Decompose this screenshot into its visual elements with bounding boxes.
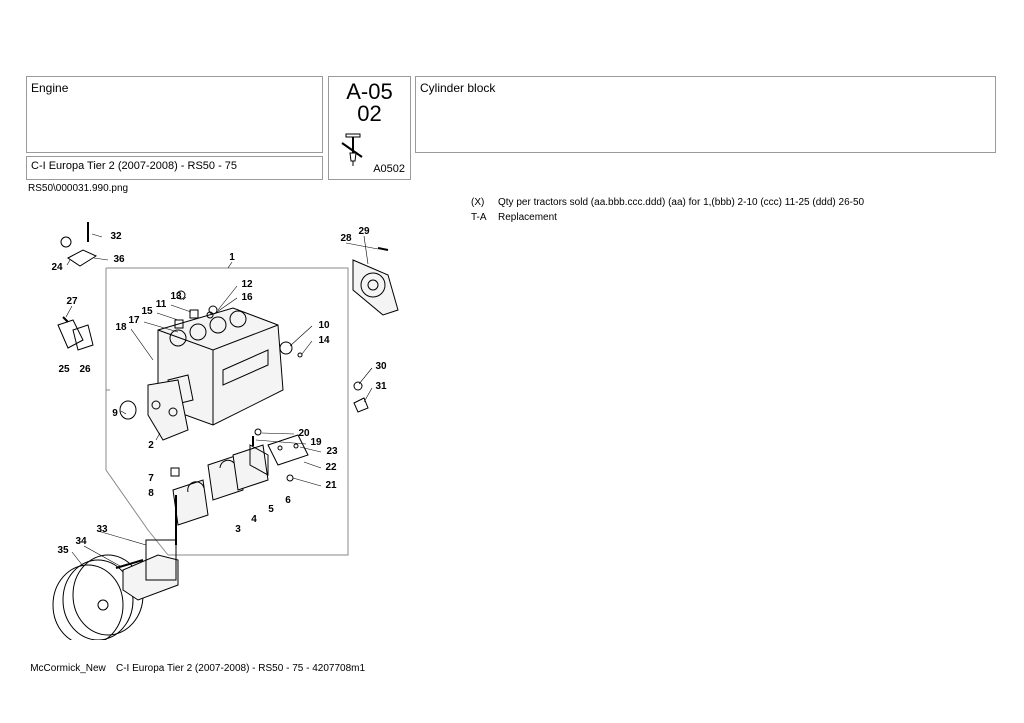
callout-label: 13: [170, 291, 182, 302]
exploded-parts-diagram: 1 2 3 4 5 6 7 8 9 10 11 12 13 14 15 16 1…: [51, 222, 399, 640]
callout-label: 30: [375, 361, 387, 372]
page-subcode: 02: [357, 101, 382, 126]
callout-label: 33: [96, 524, 108, 535]
callout-label: 2: [148, 440, 154, 451]
callout-label: 12: [241, 279, 253, 290]
callout-label: 19: [310, 437, 322, 448]
section-label: Engine: [31, 81, 69, 95]
image-filename: RS50\000031.990.png: [28, 183, 129, 194]
callout-label: 24: [51, 262, 63, 273]
page-code-panel: A-05 02 A0502: [328, 76, 411, 180]
legend-row: (X) Qty per tractors sold (aa.bbb.ccc.ddd…: [471, 197, 864, 208]
callout-label: 11: [156, 299, 167, 310]
legend-text: Replacement: [498, 212, 557, 223]
callout-label: 36: [113, 254, 125, 265]
callout-label: 26: [79, 364, 91, 375]
section-panel: Engine: [26, 76, 323, 153]
page-title: Cylinder block: [420, 81, 496, 95]
callout-label: 32: [110, 231, 122, 242]
callout-label: 3: [235, 524, 241, 535]
callout-label: 4: [251, 514, 257, 525]
page-code: A-05: [346, 79, 393, 104]
callout-label: 35: [57, 545, 69, 556]
callout-label: 29: [358, 226, 370, 237]
callout-label: 5: [268, 504, 274, 515]
callout-label: 8: [148, 488, 154, 499]
callout-label: 14: [318, 335, 330, 346]
callout-label: 28: [340, 233, 352, 244]
callout-label: 7: [148, 473, 154, 484]
wrench-icon: [341, 133, 363, 166]
callout-label: 20: [298, 428, 310, 439]
footer-brand: McCormick_New: [30, 663, 106, 674]
legend-key: (X): [471, 197, 485, 208]
model-label: C-I Europa Tier 2 (2007-2008) - RS50 - 7…: [31, 160, 238, 172]
legend-row: T-A Replacement: [471, 212, 557, 223]
page-ref-code: A0502: [373, 163, 405, 175]
callout-label: 23: [326, 446, 338, 457]
footer-document: C-I Europa Tier 2 (2007-2008) - RS50 - 7…: [116, 663, 366, 674]
legend-key: T-A: [471, 212, 487, 223]
callout-label: 25: [58, 364, 70, 375]
callout-label: 21: [325, 480, 337, 491]
callout-label: 15: [141, 306, 153, 317]
callout-label: 16: [241, 292, 253, 303]
callout-label: 22: [325, 462, 337, 473]
model-panel: C-I Europa Tier 2 (2007-2008) - RS50 - 7…: [26, 156, 323, 180]
callout-label: 27: [66, 296, 78, 307]
callout-label: 17: [128, 315, 140, 326]
title-panel: Cylinder block: [415, 76, 996, 153]
callout-label: 6: [285, 495, 291, 506]
callout-label: 31: [375, 381, 387, 392]
callout-label: 9: [112, 408, 118, 419]
legend-text: Qty per tractors sold (aa.bbb.ccc.ddd) (…: [498, 197, 865, 208]
callout-label: 10: [318, 320, 330, 331]
callout-label: 34: [75, 536, 87, 547]
callout-label: 18: [115, 322, 127, 333]
callout-label: 1: [229, 252, 235, 263]
